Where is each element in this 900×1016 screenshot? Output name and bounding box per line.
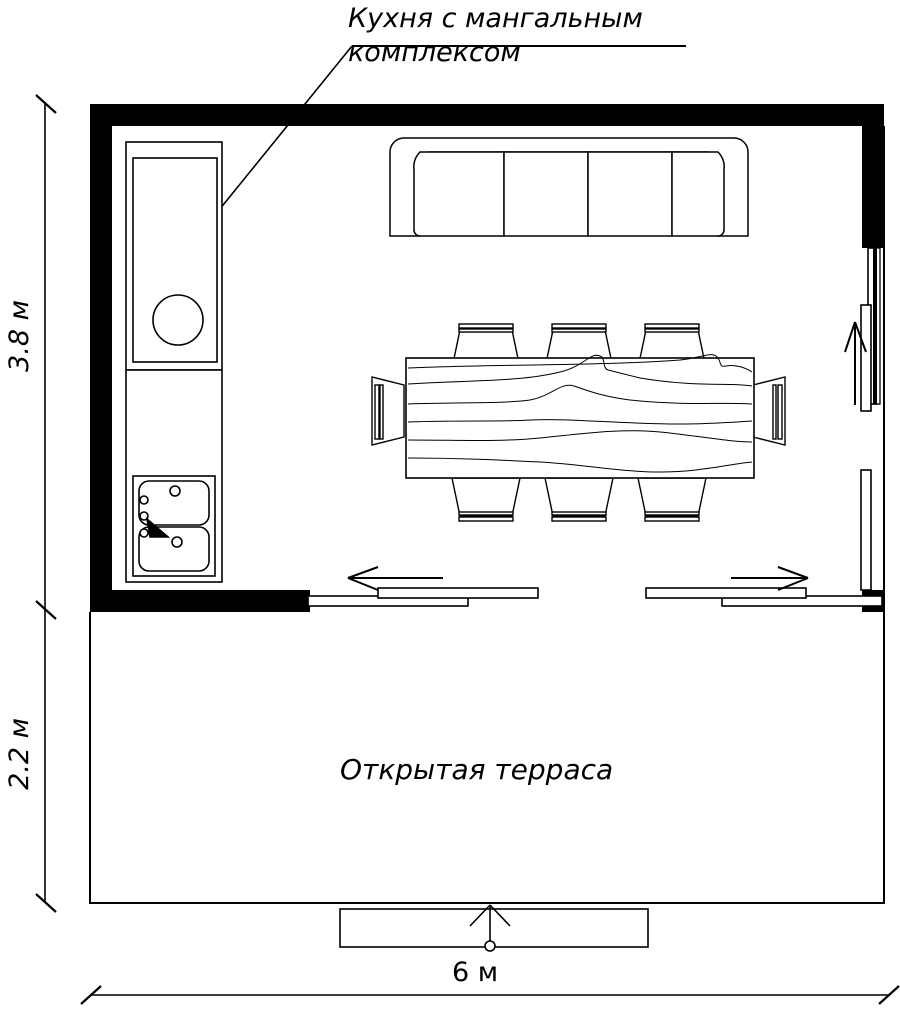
sink-bowl-lower — [138, 526, 210, 572]
dining-table — [405, 354, 755, 479]
sliding-door-right[interactable] — [645, 566, 884, 612]
door-panel-right-outer — [645, 587, 807, 599]
bbq-grill-unit — [125, 141, 223, 371]
sink-faucet-icon — [145, 516, 171, 538]
dimension-bottom — [80, 985, 900, 1005]
sink-knob-3 — [139, 528, 149, 538]
door-panel-east-mid — [860, 304, 872, 412]
door-panel-left-outer — [377, 587, 539, 599]
sofa-cushion-2 — [503, 151, 589, 237]
table-wood-grain — [407, 354, 753, 473]
arrow-left-icon — [347, 566, 443, 591]
sink-bowl-upper — [138, 480, 210, 526]
terrace-room-label: Открытая терраса — [340, 753, 614, 786]
step-direction-icon — [469, 904, 511, 952]
wall-south-left — [90, 590, 308, 612]
dimension-left-upper — [35, 94, 57, 620]
door-panel-east-inner — [860, 469, 872, 591]
walls — [90, 104, 884, 612]
kitchen-sink-unit — [132, 475, 216, 577]
sofa-cushion-3 — [587, 151, 673, 237]
wall-east-upper — [862, 104, 884, 248]
sink-drain-upper — [169, 485, 181, 497]
wall-west — [90, 104, 112, 612]
dimension-left-lower — [35, 610, 57, 913]
chair-bottom-1 — [451, 477, 521, 522]
sink-knob-1 — [139, 495, 149, 505]
entrance-step — [339, 904, 649, 952]
sink-knob-2 — [139, 511, 149, 521]
chair-right-end — [752, 376, 786, 446]
sliding-door-left[interactable] — [288, 566, 539, 612]
sofa-cushion-4 — [671, 151, 725, 237]
chair-bottom-3 — [637, 477, 707, 522]
wall-north — [90, 104, 884, 126]
chair-left-end — [371, 376, 405, 446]
sink-drain-lower — [171, 536, 183, 548]
dimension-label-left-lower: 2.2 м — [4, 718, 35, 790]
dimension-label-left-upper: 3.8 м — [4, 300, 35, 372]
dining-chairs-bottom — [451, 477, 707, 522]
arrow-up-icon — [844, 321, 867, 405]
arrow-right-icon — [731, 566, 809, 591]
dining-chairs-ends — [371, 376, 786, 446]
grill-burner-icon — [152, 294, 204, 346]
step-slab — [339, 908, 649, 948]
table-top — [405, 357, 755, 479]
terrace-outline — [89, 126, 885, 904]
dimension-label-bottom: 6 м — [452, 957, 499, 988]
sofa-cushion-1 — [413, 151, 505, 237]
sofa — [389, 137, 749, 237]
kitchen-room-label: Кухня с мангальным комплексом — [348, 3, 643, 68]
chair-bottom-2 — [544, 477, 614, 522]
door-jamb-left — [288, 590, 310, 612]
sliding-door-east[interactable] — [844, 247, 881, 591]
